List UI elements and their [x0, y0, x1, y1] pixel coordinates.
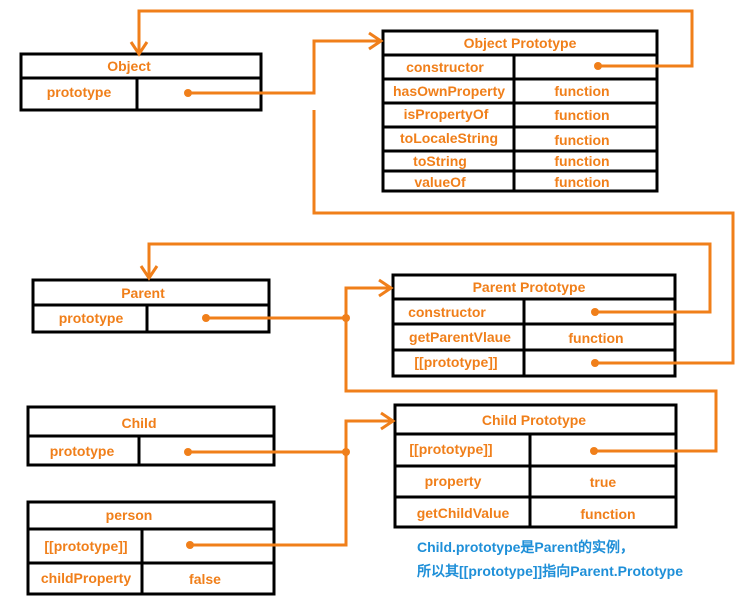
person-proto-link-arrow: [190, 452, 348, 547]
object-prototype-value: function: [554, 153, 609, 169]
person-key: childProperty: [41, 570, 131, 586]
object-prototype-arrow: [188, 39, 379, 95]
object-prototype-value: function: [554, 174, 609, 190]
child-title: Child: [122, 415, 157, 431]
object-prototype-table: Object Prototype constructor hasOwnPrope…: [381, 29, 659, 193]
parent-prototype-key: getParentVlaue: [409, 329, 511, 345]
parent-prototype-label: prototype: [59, 310, 124, 326]
child-prototype-key: [[prototype]]: [409, 441, 492, 457]
child-prototype-title: Child Prototype: [482, 412, 586, 428]
object-title: Object: [107, 58, 151, 74]
object-prototype-value: function: [554, 132, 609, 148]
person-value: false: [189, 571, 221, 587]
person-table: person [[prototype]] childProperty false: [26, 500, 276, 596]
object-prototype-key: toString: [413, 153, 467, 169]
parent-prototype-arrowhead: [378, 278, 394, 298]
child-junction-dot: [342, 448, 350, 456]
person-title: person: [106, 507, 153, 523]
child-prototype-arrowhead: [380, 411, 396, 431]
parent-junction-dot: [342, 314, 350, 322]
object-constructor-arrow: [137, 9, 694, 68]
connectors: [129, 9, 735, 549]
object-prototype-arrowhead: [368, 31, 384, 51]
object-table-frame: [19, 52, 263, 112]
child-prototype-key: getChildValue: [417, 505, 510, 521]
parent-proto-link-arrow: [312, 110, 735, 365]
object-prototype-value: function: [554, 83, 609, 99]
child-prototype-table: Child Prototype [[prototype]] property t…: [393, 403, 678, 529]
parent-prototype-title: Parent Prototype: [473, 279, 586, 295]
object-table: Object prototype: [19, 52, 263, 112]
note-line-2: 所以其[[prototype]]指向Parent.Prototype: [417, 563, 683, 579]
child-prototype-arrow: [188, 419, 391, 454]
parent-prototype-table: Parent Prototype constructor getParentVl…: [391, 273, 677, 378]
object-prototype-key: toLocaleString: [400, 130, 498, 146]
annotation-note: Child.prototype是Parent的实例， 所以其[[prototyp…: [417, 539, 683, 579]
object-prototype-key: hasOwnProperty: [393, 83, 505, 99]
parent-prototype-arrow: [206, 286, 389, 320]
child-prototype-value: true: [590, 474, 617, 490]
child-proto-link-arrow: [344, 318, 718, 453]
object-prototype-key: isPropertyOf: [404, 106, 489, 122]
object-prototype-key: constructor: [406, 59, 484, 75]
person-key: [[prototype]]: [44, 538, 127, 554]
object-prototype-title: Object Prototype: [464, 35, 577, 51]
object-prototype-value: function: [554, 107, 609, 123]
parent-constructor-arrow: [147, 242, 712, 314]
parent-title: Parent: [121, 285, 165, 301]
child-prototype-value: function: [580, 506, 635, 522]
object-prototype-label: prototype: [47, 84, 112, 100]
parent-prototype-value: function: [568, 330, 623, 346]
person-table-frame: [26, 500, 276, 596]
parent-prototype-key: [[prototype]]: [414, 354, 497, 370]
parent-table: Parent prototype: [31, 278, 271, 334]
child-prototype-label: prototype: [50, 443, 115, 459]
object-prototype-table-frame: [381, 29, 659, 193]
child-prototype-key: property: [425, 473, 482, 489]
parent-constructor-arrowhead: [139, 265, 159, 281]
note-line-1: Child.prototype是Parent的实例，: [417, 539, 634, 555]
parent-prototype-key: constructor: [408, 304, 486, 320]
object-prototype-key: valueOf: [414, 174, 466, 190]
child-table: Child prototype: [26, 405, 276, 467]
object-constructor-arrowhead: [129, 41, 149, 57]
